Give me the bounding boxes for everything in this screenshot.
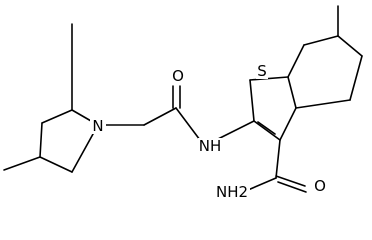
bond-c2-s [249,79,255,122]
bond-ch2-co [143,107,177,126]
bond-pip-c5-c6 [39,156,73,173]
bond-co-nh [175,107,201,141]
carboxamide-nh2-bg [214,183,250,200]
amide-oxygen-label: O [172,67,184,85]
bond-c3a-c3 [279,107,297,141]
bond-pip-c3-c4 [41,109,73,124]
bond-carboxamide-co-b [277,181,307,193]
carboxamide-oxygen-label: O [314,177,326,195]
bond-pip-c4-c5 [39,122,43,158]
piperidine-nitrogen-label: N [92,117,103,135]
thiophene-sulfur-label: S [257,62,267,80]
bond-c3-carbonyl [275,139,281,179]
bond-c7a-c7 [287,44,305,78]
amide-o-bg [171,68,185,85]
amide-nh-bg [198,138,222,155]
structure-canvas: N O NH S O NH2 [3,5,363,201]
molecule-drawing: N O NH S O NH2 [3,5,363,201]
thiophene-s-bg [256,62,268,79]
bond-c3-c2-inner [257,121,276,135]
carboxamide-nh2-label: NH2 [216,183,248,201]
piperidine-n-bg [90,117,106,134]
bond-c7a-c3a [287,76,297,109]
carboxamide-o-bg [313,177,327,194]
amide-nh-label: NH [199,137,222,155]
thiophene-ring [249,76,297,141]
bond-c4-c3a [295,99,351,109]
bond-c7-c6 [303,35,339,46]
bond-pip-methyl-left [3,156,41,171]
bond-c5-c4 [349,55,363,101]
bond-carboxamide-co-a [275,175,306,187]
piperidine-ring [39,109,99,173]
bond-c6-c5 [337,35,363,57]
bond-nh-c2 [215,120,255,141]
cyclohexene-ring [287,35,363,109]
bond-s-c7a [249,76,289,81]
bond-carbonyl-nh2 [247,177,277,191]
bond-c3-c2 [253,120,281,141]
